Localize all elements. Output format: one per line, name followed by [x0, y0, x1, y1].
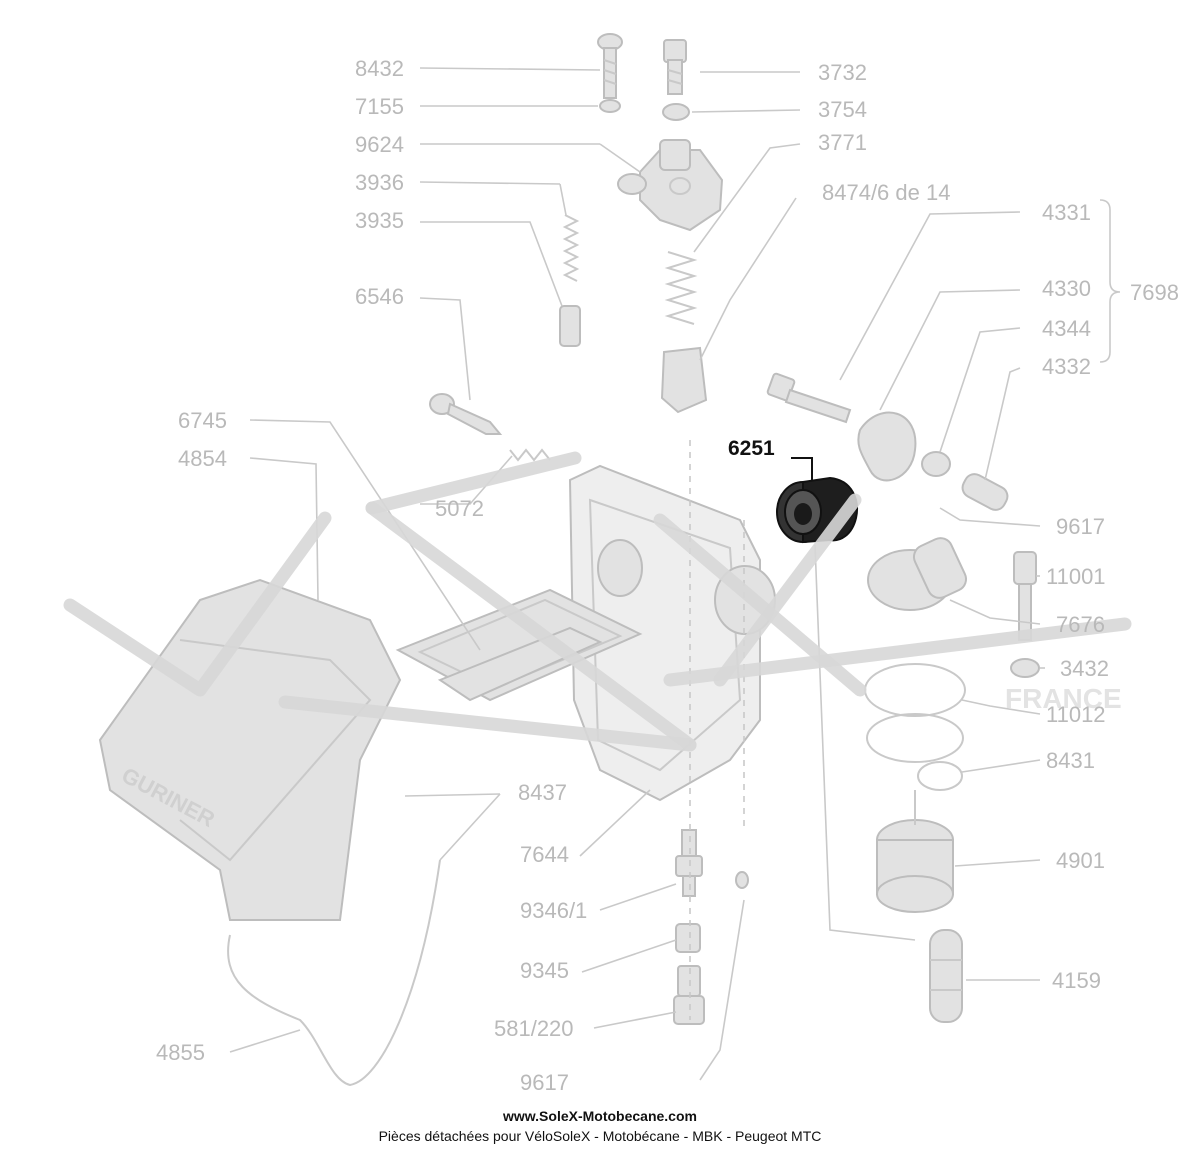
label-7155: 7155 [355, 94, 404, 119]
label-3935: 3935 [355, 208, 404, 233]
gasket-11012 [864, 663, 966, 717]
jet-9345 [675, 923, 701, 953]
label-6745: 6745 [178, 408, 227, 433]
leader-lines [229, 67, 1121, 1081]
label-4332: 4332 [1042, 354, 1091, 379]
footer-site-url[interactable]: www.SoleX-Motobecane.com [503, 1108, 697, 1124]
label-5072: 5072 [435, 496, 484, 521]
label-8437: 8437 [518, 780, 567, 805]
clamp-4330 [857, 411, 917, 482]
fuel-tank-4854: GURINER [98, 578, 402, 921]
label-7676: 7676 [1056, 612, 1105, 637]
gasket-11012b [866, 713, 964, 763]
label-9617-upper: 9617 [1056, 514, 1105, 539]
label-581-220: 581/220 [494, 1016, 574, 1041]
label-9624: 9624 [355, 132, 404, 157]
label-4855: 4855 [156, 1040, 205, 1065]
watermark: FRANCE [63, 451, 1132, 752]
nut-4344 [921, 451, 951, 477]
nut-3754 [662, 103, 690, 121]
label-3732: 3732 [818, 60, 867, 85]
label-6546: 6546 [355, 284, 404, 309]
bolt-4331 [766, 372, 852, 424]
label-9346-1: 9346/1 [520, 898, 587, 923]
ring-8431 [917, 761, 963, 791]
jet-6546 [559, 305, 581, 347]
part-6251-highlight [776, 457, 858, 544]
label-6251: 6251 [728, 437, 775, 460]
label-4344: 4344 [1042, 316, 1091, 341]
label-8474: 8474/6 de 14 [822, 180, 950, 205]
sleeve-4332 [961, 473, 1009, 511]
label-7698: 7698 [1130, 280, 1179, 305]
washer-3432 [1010, 658, 1040, 678]
label-3754: 3754 [818, 97, 867, 122]
label-11001: 11001 [1046, 564, 1106, 589]
spring-3771 [664, 251, 698, 325]
label-4331: 4331 [1042, 200, 1091, 225]
label-11012: 11012 [1046, 702, 1106, 727]
label-9345: 9345 [520, 958, 569, 983]
label-4901: 4901 [1056, 848, 1105, 873]
label-4854: 4854 [178, 446, 227, 471]
carburetor-parts-drawing: GURINER [98, 33, 1040, 1087]
part-labels: 8432 7155 9624 3936 3935 6546 6745 4854 … [156, 56, 1179, 1095]
plug-9617 [735, 871, 749, 889]
strap-4855 [227, 859, 441, 1087]
float-4901 [876, 790, 954, 913]
idle-screw [429, 393, 503, 435]
watermark-text: FRANCE [1005, 683, 1122, 714]
filter-4159 [929, 929, 963, 1023]
label-9617-lower: 9617 [520, 1070, 569, 1095]
label-3432: 3432 [1060, 656, 1109, 681]
label-3771: 3771 [818, 130, 867, 155]
float-bowl-7676 [867, 537, 968, 611]
jet-9346 [675, 829, 703, 897]
spring-5072 [509, 448, 551, 462]
label-4159: 4159 [1052, 968, 1101, 993]
spring-3935 [562, 214, 580, 282]
label-8431: 8431 [1046, 748, 1095, 773]
label-8432: 8432 [355, 56, 404, 81]
footer-description: Pièces détachées pour VéloSoleX - Motobé… [378, 1128, 822, 1144]
label-4330: 4330 [1042, 276, 1091, 301]
slide-8474 [660, 346, 708, 414]
label-7644: 7644 [520, 842, 569, 867]
screw-3732 [663, 39, 687, 95]
cover-9624 [617, 139, 724, 232]
label-3936: 3936 [355, 170, 404, 195]
bolt-11001 [1013, 551, 1037, 641]
washer-7155 [599, 99, 621, 113]
screw-8432 [597, 33, 623, 99]
jet-581 [673, 965, 705, 1025]
